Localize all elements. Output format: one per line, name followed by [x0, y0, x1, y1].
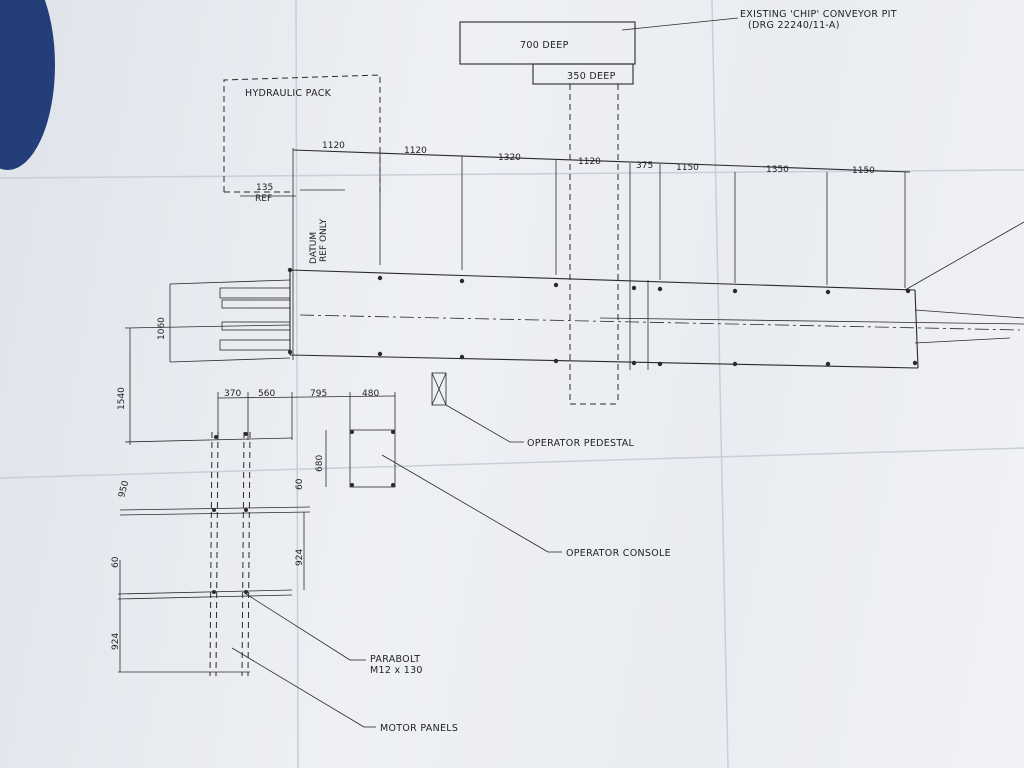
dim-top-7: 1350: [766, 165, 789, 175]
conveyor-pit: [459, 17, 739, 405]
dim-924-upper: 924: [295, 549, 305, 566]
dim-480: 480: [362, 389, 379, 399]
ref-135-ref-text: REF: [255, 194, 272, 204]
top-dimension-chain: [292, 148, 911, 360]
bed-bolts: [287, 267, 918, 367]
dim-top-5: 375: [636, 161, 653, 171]
dim-924-lower: 924: [111, 633, 121, 650]
pit-700-deep-label: 700 DEEP: [520, 40, 569, 51]
dim-1060: 1060: [157, 317, 167, 340]
operator-console: [325, 429, 562, 553]
dim-950: 950: [117, 479, 131, 498]
operator-pedestal: [431, 372, 524, 443]
hydraulic-pack: [223, 74, 381, 193]
dim-top-2: 1120: [404, 146, 427, 156]
motor-panels: [117, 431, 376, 728]
bed-end-stack: [169, 279, 291, 363]
operator-pedestal-label: OPERATOR PEDESTAL: [527, 438, 635, 449]
dim-top-4: 1120: [578, 157, 601, 167]
hydraulic-pack-label: HYDRAULIC PACK: [245, 88, 332, 99]
conveyor-pit-ref-label: (DRG 22240/11-A): [748, 20, 840, 31]
dim-60-upper: 60: [295, 478, 305, 490]
datum-ref-only-label: REF ONLY: [319, 218, 329, 262]
dim-370: 370: [224, 389, 241, 399]
dim-top-8: 1150: [852, 166, 875, 176]
pit-350-deep-label: 350 DEEP: [567, 71, 616, 82]
datum-label: DATUM: [309, 232, 319, 264]
conveyor-pit-label: EXISTING 'CHIP' CONVEYOR PIT: [740, 9, 897, 20]
dim-60-lower: 60: [111, 556, 121, 568]
parabolt-label: PARABOLT: [370, 654, 420, 665]
motor-panels-label: MOTOR PANELS: [380, 723, 458, 734]
dim-1540: 1540: [117, 387, 127, 410]
dim-680: 680: [315, 455, 325, 472]
lower-dimension-row: [217, 392, 396, 440]
ref-135-dim: 135: [256, 183, 273, 193]
dim-top-3: 1320: [498, 153, 521, 163]
dim-top-1: 1120: [322, 141, 345, 151]
dim-560: 560: [258, 389, 275, 399]
operator-console-label: OPERATOR CONSOLE: [566, 548, 671, 559]
dim-top-6: 1150: [676, 163, 699, 173]
dim-795: 795: [310, 389, 327, 399]
machine-bed: [289, 221, 1024, 370]
parabolt-spec-label: M12 x 130: [370, 665, 423, 676]
